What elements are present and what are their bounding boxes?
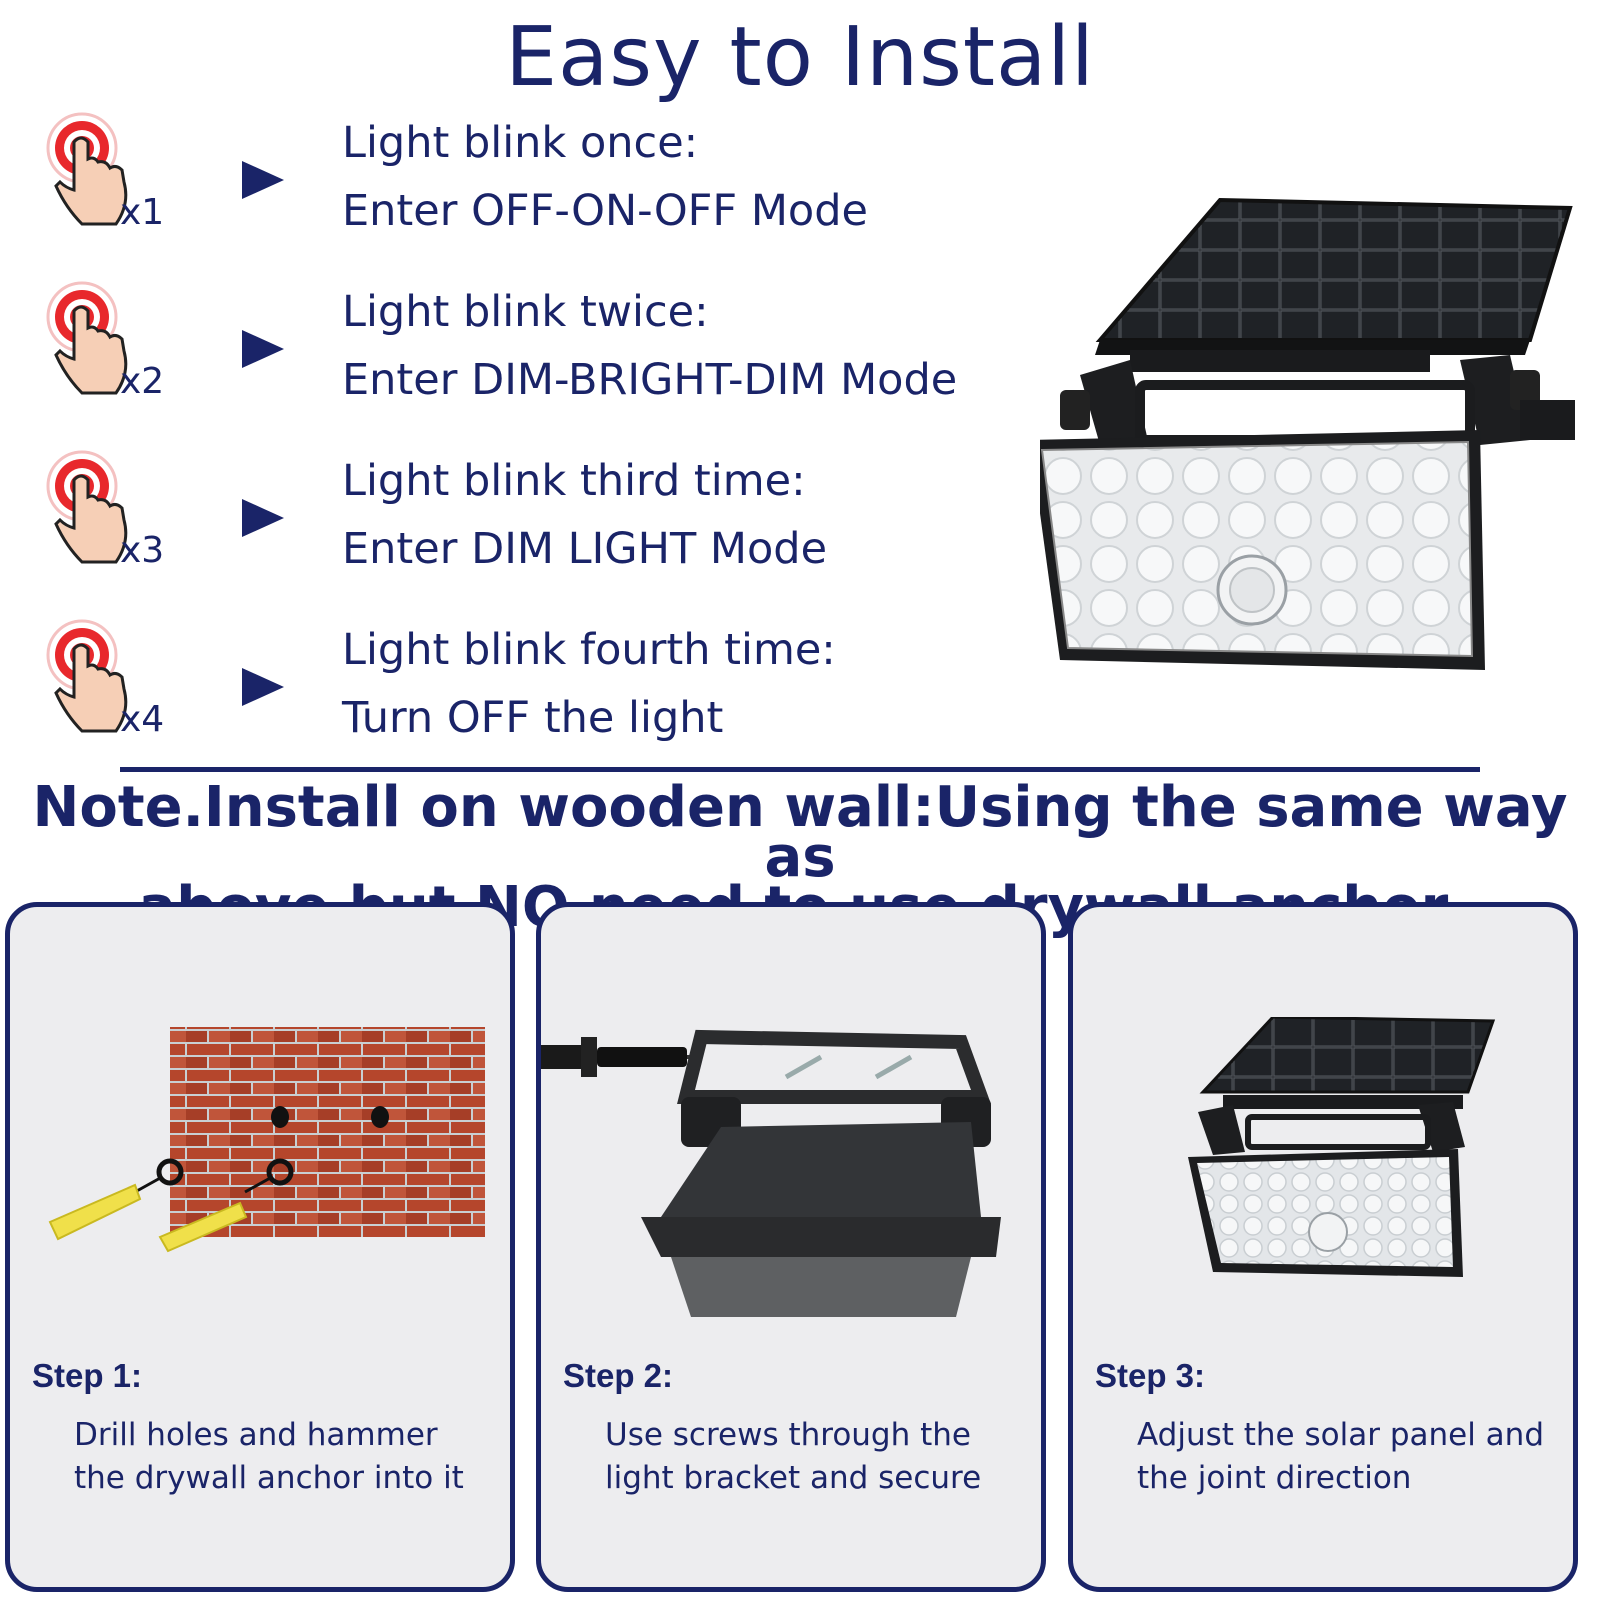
arrow-right-icon xyxy=(240,326,286,372)
press-count: x3 xyxy=(120,530,165,571)
arrow-right-icon xyxy=(240,157,286,203)
mode-blink-label: Light blink twice: xyxy=(342,287,709,337)
mode-blink-label: Light blink third time: xyxy=(342,456,806,506)
mode-description: Enter DIM-BRIGHT-DIM Mode xyxy=(342,355,958,405)
arrow-right-icon xyxy=(240,495,286,541)
step-description-line-1: Adjust the solar panel and xyxy=(1137,1417,1544,1453)
mode-description: Turn OFF the light xyxy=(342,693,724,743)
step-description-line-2: the joint direction xyxy=(1137,1460,1412,1496)
drill-wall-illustration xyxy=(48,1027,485,1253)
step-label: Step 3: xyxy=(1095,1357,1206,1394)
mode-blink-label: Light blink once: xyxy=(342,118,699,168)
step-2-panel: Step 2: Use screws through the light bra… xyxy=(536,902,1046,1592)
mode-row-1: x1 Light blink once: Enter OFF-ON-OFF Mo… xyxy=(0,112,1040,272)
arrow-right-icon xyxy=(240,664,286,710)
solar-light-image xyxy=(1040,197,1575,670)
step-label: Step 2: xyxy=(563,1357,674,1394)
mode-description: Enter DIM LIGHT Mode xyxy=(342,524,828,574)
step-label: Step 1: xyxy=(32,1357,143,1394)
wooden-wall-note: Note.Install on wooden wall:Using the sa… xyxy=(0,775,1600,936)
step-description-line-2: the drywall anchor into it xyxy=(74,1460,464,1496)
step-description: Adjust the solar panel and the joint dir… xyxy=(1137,1414,1544,1500)
press-count: x2 xyxy=(120,361,165,402)
step-description-line-2: light bracket and secure xyxy=(605,1460,982,1496)
adjust-panel-illustration xyxy=(1188,1017,1496,1277)
step-description: Drill holes and hammer the drywall ancho… xyxy=(74,1414,464,1500)
press-count: x4 xyxy=(120,699,165,740)
mode-row-4: x4 Light blink fourth time: Turn OFF the… xyxy=(0,619,1040,779)
step-3-panel: Step 3: Adjust the solar panel and the j… xyxy=(1068,902,1578,1592)
mode-description: Enter OFF-ON-OFF Mode xyxy=(342,186,868,236)
mode-row-2: x2 Light blink twice: Enter DIM-BRIGHT-D… xyxy=(0,281,1040,441)
step-description: Use screws through the light bracket and… xyxy=(605,1414,981,1500)
step-description-line-1: Use screws through the xyxy=(605,1417,971,1453)
page-title: Easy to Install xyxy=(505,10,1095,105)
mode-row-3: x3 Light blink third time: Enter DIM LIG… xyxy=(0,450,1040,610)
step-1-panel: Step 1: Drill holes and hammer the drywa… xyxy=(5,902,515,1592)
section-divider xyxy=(120,767,1480,772)
press-count: x1 xyxy=(120,192,165,233)
step-description-line-1: Drill holes and hammer xyxy=(74,1417,438,1453)
note-line-1: Note.Install on wooden wall:Using the sa… xyxy=(32,775,1568,890)
mode-blink-label: Light blink fourth time: xyxy=(342,625,836,675)
bracket-screws-illustration xyxy=(541,1029,1001,1317)
